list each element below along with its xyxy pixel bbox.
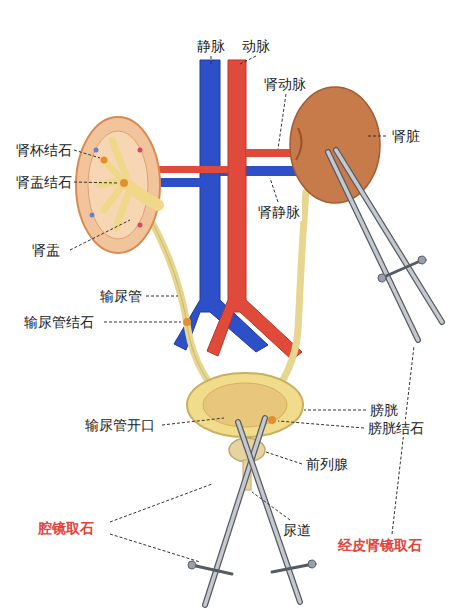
leader-line: [252, 492, 290, 520]
kidney-section: [100, 140, 150, 228]
endoscope: [188, 418, 316, 605]
method-label: 经皮肾镜取石: [336, 536, 424, 554]
nephroscope: [328, 150, 442, 340]
bladder: [203, 383, 287, 427]
leader-line: [304, 410, 366, 411]
part-label: 动脉: [240, 37, 272, 55]
part-label: 肾动脉: [262, 75, 308, 93]
leader-line: [270, 178, 278, 202]
kidney: [290, 87, 380, 203]
kidney: [296, 128, 302, 160]
nephroscope: [386, 262, 418, 276]
ureter: [270, 192, 306, 398]
endoscope: [238, 422, 300, 602]
kidney-section: [138, 148, 143, 153]
leader-line: [146, 296, 178, 297]
part-label: 膀胱结石: [366, 419, 426, 437]
leader-line: [211, 56, 212, 64]
bladder: [187, 373, 303, 437]
part-label: 尿道: [281, 521, 313, 539]
part-label: 膀胱: [368, 401, 400, 419]
nephroscope: [336, 150, 442, 322]
leader-line: [266, 452, 302, 464]
kidney-section: [94, 148, 99, 153]
leader-line: [70, 56, 414, 562]
part-label: 肾盂: [30, 241, 62, 259]
method-label: 腔镜取石: [36, 519, 96, 537]
leader-line: [162, 418, 224, 425]
endoscope: [196, 566, 232, 574]
stone: [183, 318, 191, 326]
kidney-section: [128, 185, 158, 205]
leader-line: [240, 56, 256, 64]
leader-line: [104, 322, 181, 323]
leader-line: [110, 534, 200, 562]
ureter: [148, 192, 306, 398]
endoscope: [205, 418, 265, 605]
leader-line: [278, 421, 364, 428]
leader-line: [70, 220, 130, 250]
kidney-section: [90, 213, 95, 218]
leader-line: [392, 346, 414, 534]
bladder: [187, 373, 303, 437]
nephroscope: [328, 152, 418, 340]
kidney-section: [76, 117, 160, 253]
leader-line: [110, 484, 212, 522]
stone: [120, 179, 128, 187]
ureter: [148, 215, 222, 398]
stone: [268, 416, 276, 424]
part-label: 肾脏: [390, 127, 422, 145]
nephroscope: [378, 274, 386, 282]
kidney-section: [76, 117, 160, 253]
leader-line: [74, 150, 100, 158]
endoscope: [205, 418, 265, 605]
ureter-outline: [148, 215, 222, 398]
leader-line: [368, 136, 386, 137]
nephroscope: [418, 256, 426, 264]
endoscope: [188, 561, 196, 569]
part-label: 静脉: [195, 37, 227, 55]
leader-line: [74, 182, 118, 183]
nephroscope: [336, 150, 442, 322]
artery: [246, 149, 296, 157]
nephroscope: [328, 152, 418, 340]
kidney-section: [138, 223, 143, 228]
endoscope: [308, 560, 316, 568]
part-label: 前列腺: [304, 455, 350, 473]
artery: [154, 60, 302, 360]
part-label: 输尿管结石: [22, 313, 96, 331]
artery: [154, 166, 228, 173]
part-label: 肾杯结石: [14, 141, 74, 159]
stone: [101, 157, 108, 164]
endoscope: [272, 565, 308, 572]
part-label: 肾盂结石: [14, 173, 74, 191]
artery: [207, 60, 302, 360]
leader-line: [278, 94, 286, 149]
part-label: 输尿管: [98, 287, 144, 305]
part-label: 输尿管开口: [83, 416, 157, 434]
ureter-outline: [148, 215, 222, 398]
kidney: [290, 87, 380, 203]
part-label: 肾静脉: [256, 203, 302, 221]
endoscope: [238, 422, 300, 602]
